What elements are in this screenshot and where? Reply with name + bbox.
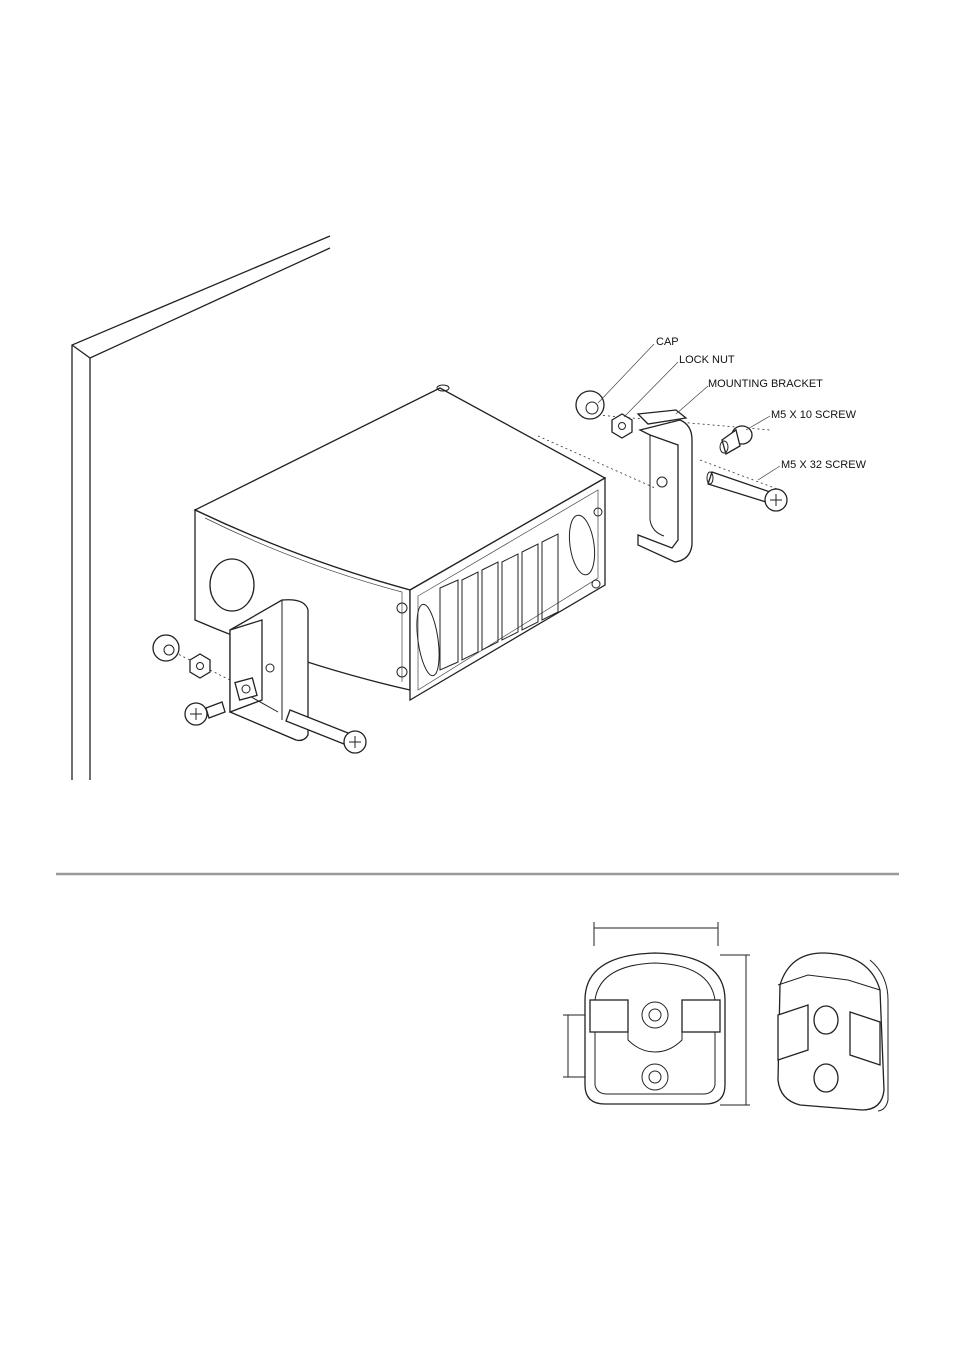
bracket-dimension-drawing — [563, 922, 750, 1105]
label-mounting-bracket: MOUNTING BRACKET — [708, 378, 823, 390]
left-cap — [153, 635, 179, 661]
right-mounting-bracket — [638, 410, 692, 562]
m5x10-screw-part — [720, 426, 752, 454]
label-m5x10-screw: M5 X 10 SCREW — [771, 409, 857, 421]
left-lock-nut — [190, 654, 210, 678]
bracket-perspective-view — [778, 953, 888, 1111]
label-cap: CAP — [656, 336, 679, 348]
right-cap — [576, 391, 604, 419]
label-lock-nut: LOCK NUT — [679, 354, 735, 366]
left-short-screw — [185, 702, 225, 725]
right-lock-nut — [612, 414, 632, 438]
label-m5x32-screw: M5 X 32 SCREW — [781, 459, 867, 471]
